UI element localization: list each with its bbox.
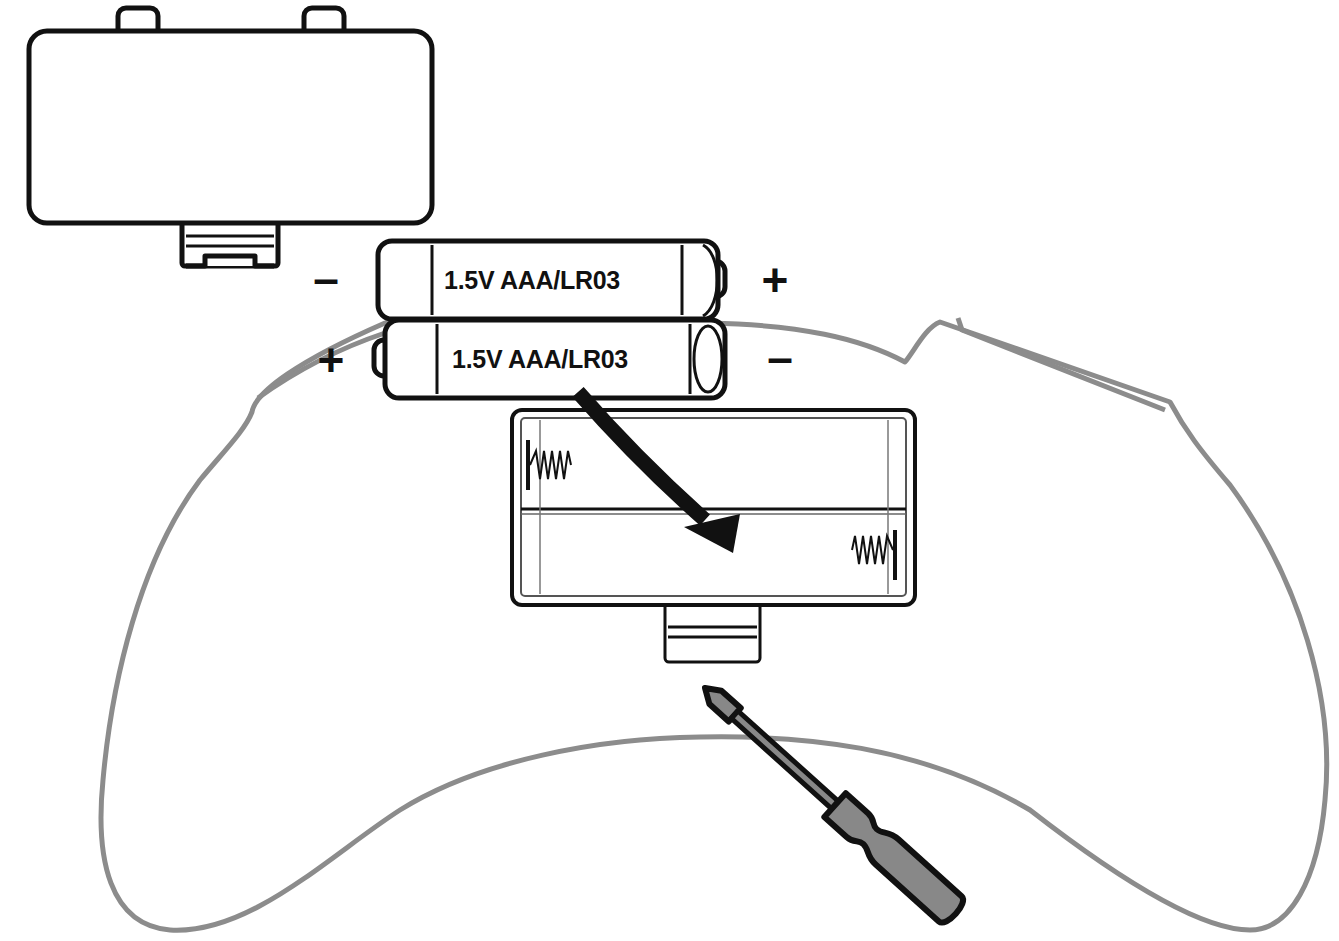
battery-cover: [29, 8, 432, 266]
polarity-sign: +: [762, 257, 789, 303]
polarity-sign: –: [767, 334, 793, 380]
insert-arrow: [578, 392, 740, 553]
battery-compartment: [512, 410, 915, 662]
aaa-batteries: [374, 241, 725, 398]
contact-springs: [530, 451, 893, 564]
polarity-sign: +: [318, 337, 345, 383]
controller-outline: [101, 318, 1327, 930]
battery-label: 1.5V AAA/LR03: [452, 347, 628, 372]
polarity-sign: –: [313, 255, 339, 301]
screwdriver: [694, 675, 968, 926]
battery-label: 1.5V AAA/LR03: [444, 268, 620, 293]
